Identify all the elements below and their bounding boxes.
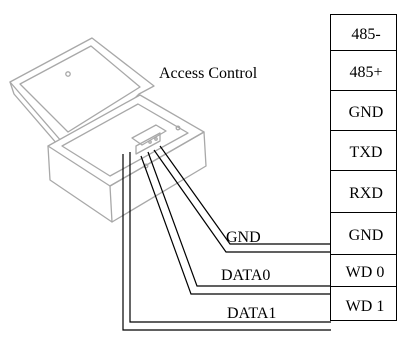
device-label: Access Control xyxy=(159,65,258,82)
wire-label-data1: DATA1 xyxy=(227,305,276,322)
wire-data0 xyxy=(140,155,331,295)
terminal-cell xyxy=(330,254,397,287)
device-base-front xyxy=(47,145,113,223)
wire-label-gnd: GND xyxy=(226,229,261,246)
terminal-cell xyxy=(330,90,397,131)
wire-label-data0: DATA0 xyxy=(221,267,270,284)
terminal-cell xyxy=(330,50,397,91)
wire-data1 xyxy=(122,154,331,331)
terminal-label: GND xyxy=(349,227,384,244)
device-lid-inner xyxy=(19,45,141,133)
access-control-device-icon xyxy=(9,37,207,223)
device-base-side xyxy=(109,131,207,223)
wire-labels: GND DATA0 DATA1 xyxy=(221,229,276,322)
terminal-cell xyxy=(330,14,397,51)
terminal-cell xyxy=(330,170,397,213)
terminal-cell xyxy=(330,212,397,255)
lid-screw-icon xyxy=(65,71,71,77)
connector-dot-icon-2 xyxy=(154,137,158,141)
terminal-labels: 485- 485+ GND TXD RXD GND WD 0 WD 1 xyxy=(346,26,385,315)
wire-gnd-outer xyxy=(159,145,331,245)
terminal-label: RXD xyxy=(349,185,383,202)
wire-data0-outer xyxy=(147,151,331,287)
terminal-label: 485+ xyxy=(349,64,382,81)
terminal-label: WD 0 xyxy=(346,264,385,281)
wires xyxy=(122,145,331,331)
wire-gnd xyxy=(153,149,331,253)
base-screw-icon xyxy=(175,125,181,131)
terminal-cell xyxy=(330,130,397,171)
terminal-label: TXD xyxy=(350,144,383,161)
terminal-strip xyxy=(330,14,397,321)
device-base-recess xyxy=(61,103,189,177)
connector-dot-icon xyxy=(148,140,152,144)
terminal-label: 485- xyxy=(351,26,380,43)
device-terminal-block xyxy=(131,124,167,146)
device-terminal-block-2 xyxy=(135,132,161,155)
wire-data1-outer xyxy=(129,152,331,323)
terminal-cell xyxy=(330,286,397,321)
terminal-label: WD 1 xyxy=(346,298,385,315)
terminal-label: GND xyxy=(349,104,384,121)
